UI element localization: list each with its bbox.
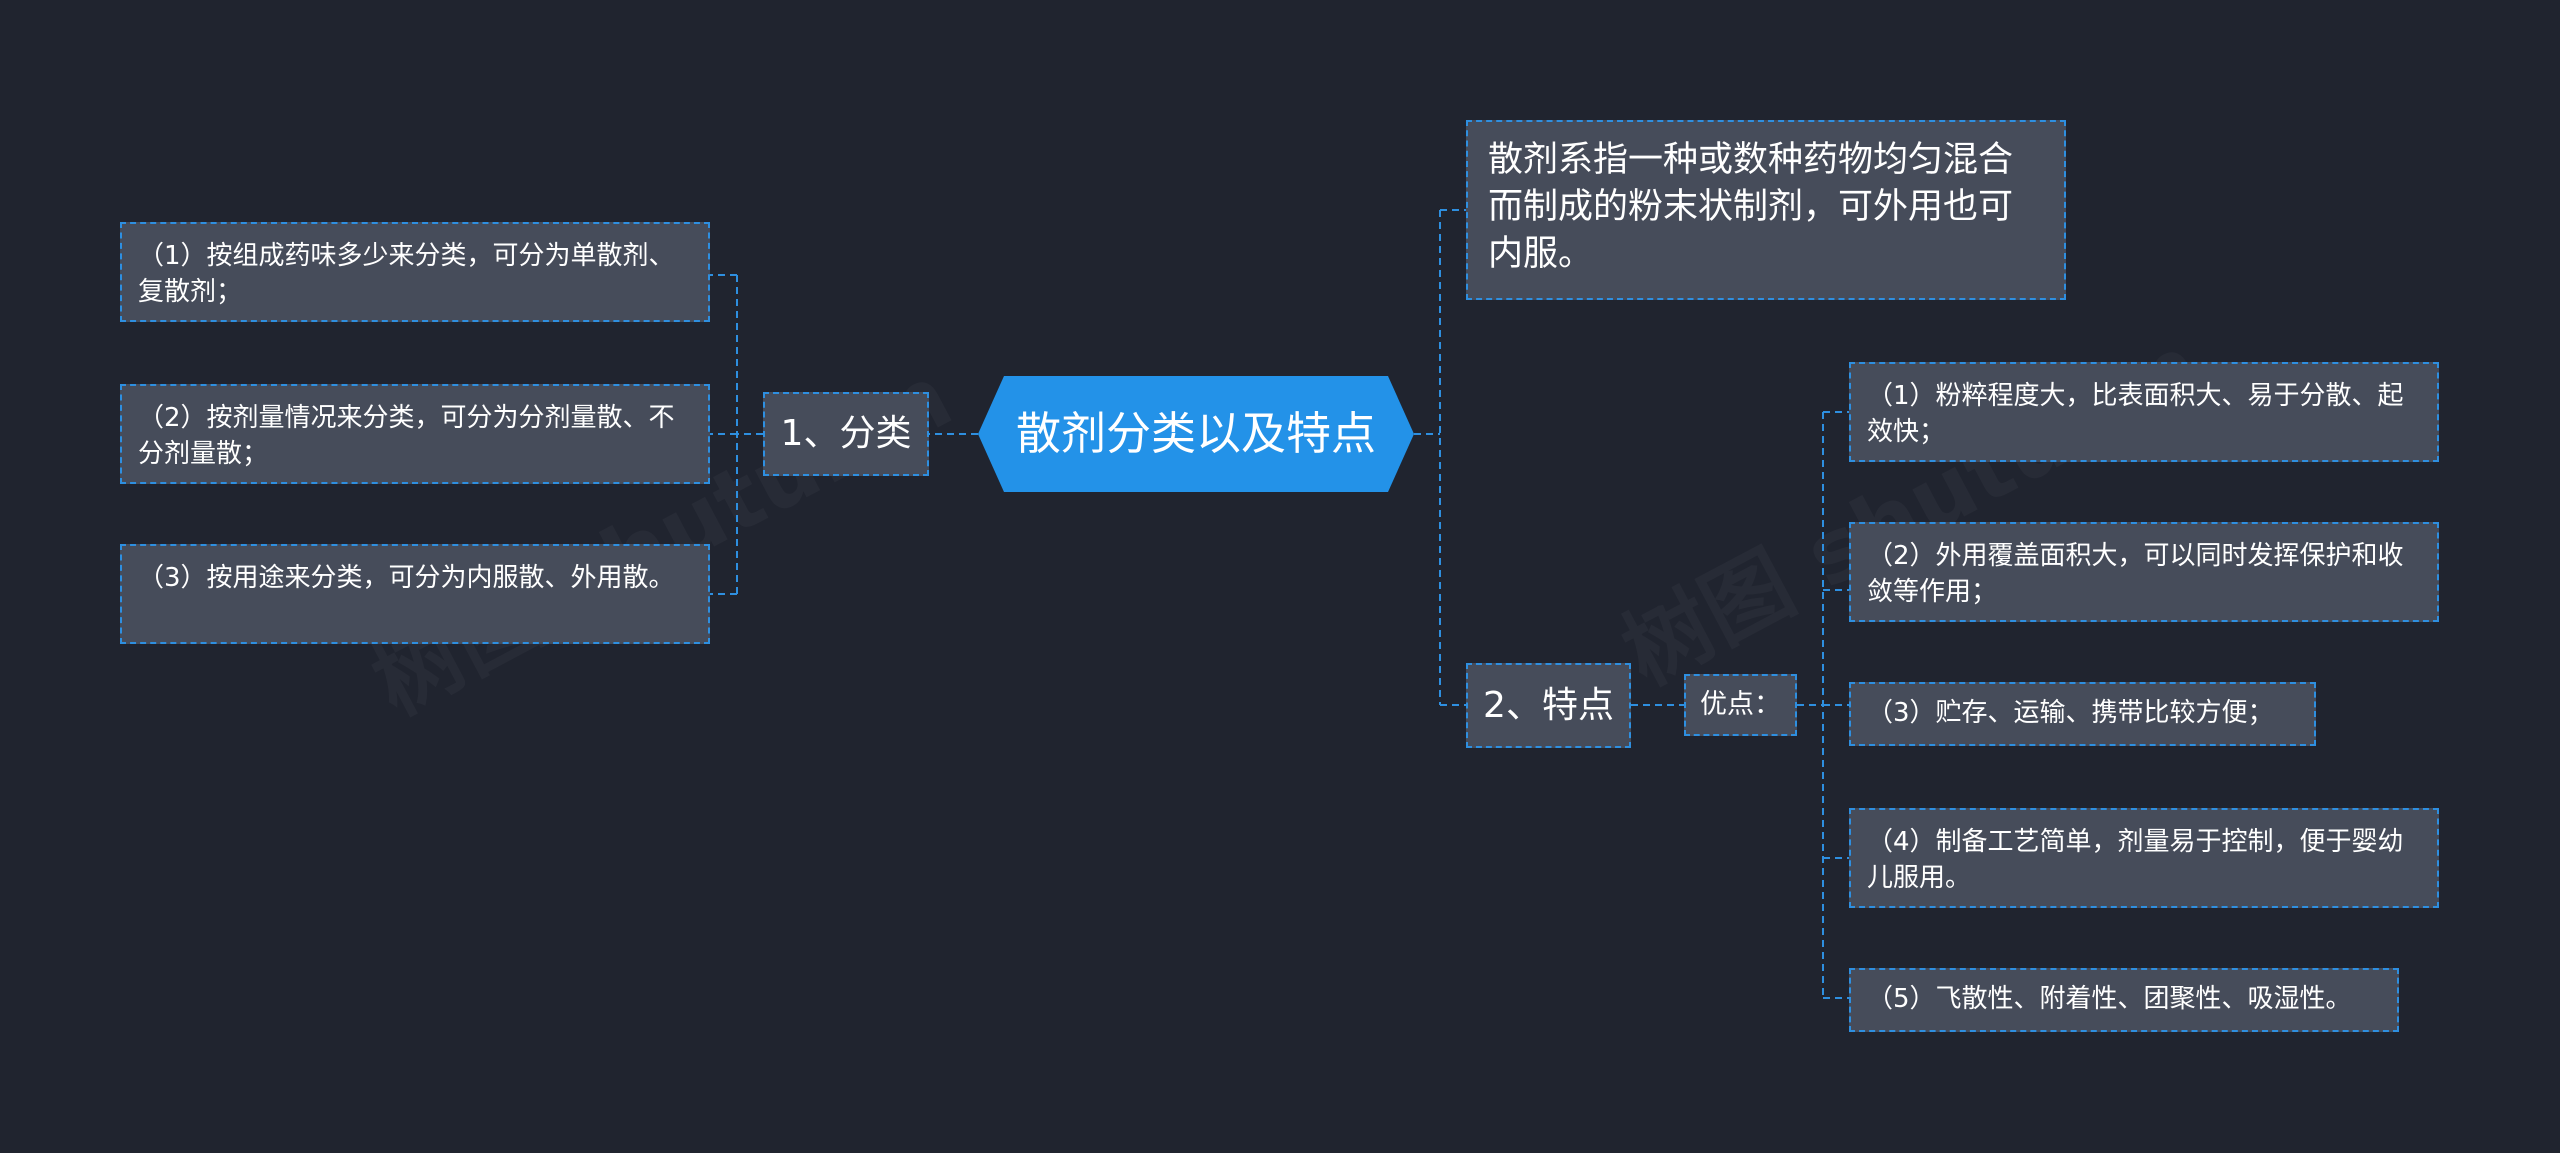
advantage-item-5[interactable]: （5）飞散性、附着性、团聚性、吸湿性。 [1849,968,2399,1032]
features-node[interactable]: 2、特点 [1466,663,1631,748]
root-node[interactable]: 散剂分类以及特点 [978,376,1414,492]
definition-node[interactable]: 散剂系指一种或数种药物均匀混合而制成的粉末状制剂，可外用也可内服。 [1466,120,2066,300]
advantage-item-4[interactable]: （4）制备工艺简单，剂量易于控制，便于婴幼儿服用。 [1849,808,2439,908]
connector-root-to-right [1414,209,1466,706]
advantage-item-3[interactable]: （3）贮存、运输、携带比较方便； [1849,682,2316,746]
classification-item-3[interactable]: （3）按用途来分类，可分为内服散、外用散。 [120,544,710,644]
connector-classification-bracket [710,274,763,595]
classification-item-2[interactable]: （2）按剂量情况来分类，可分为分剂量散、不分剂量散； [120,384,710,484]
advantage-item-2[interactable]: （2）外用覆盖面积大，可以同时发挥保护和收敛等作用； [1849,522,2439,622]
advantages-node[interactable]: 优点： [1684,674,1797,736]
classification-node[interactable]: 1、分类 [763,392,929,476]
connector-advantages-bracket [1797,411,1849,999]
classification-item-1[interactable]: （1）按组成药味多少来分类，可分为单散剂、复散剂； [120,222,710,322]
advantage-item-1[interactable]: （1）粉粹程度大，比表面积大、易于分散、起效快； [1849,362,2439,462]
